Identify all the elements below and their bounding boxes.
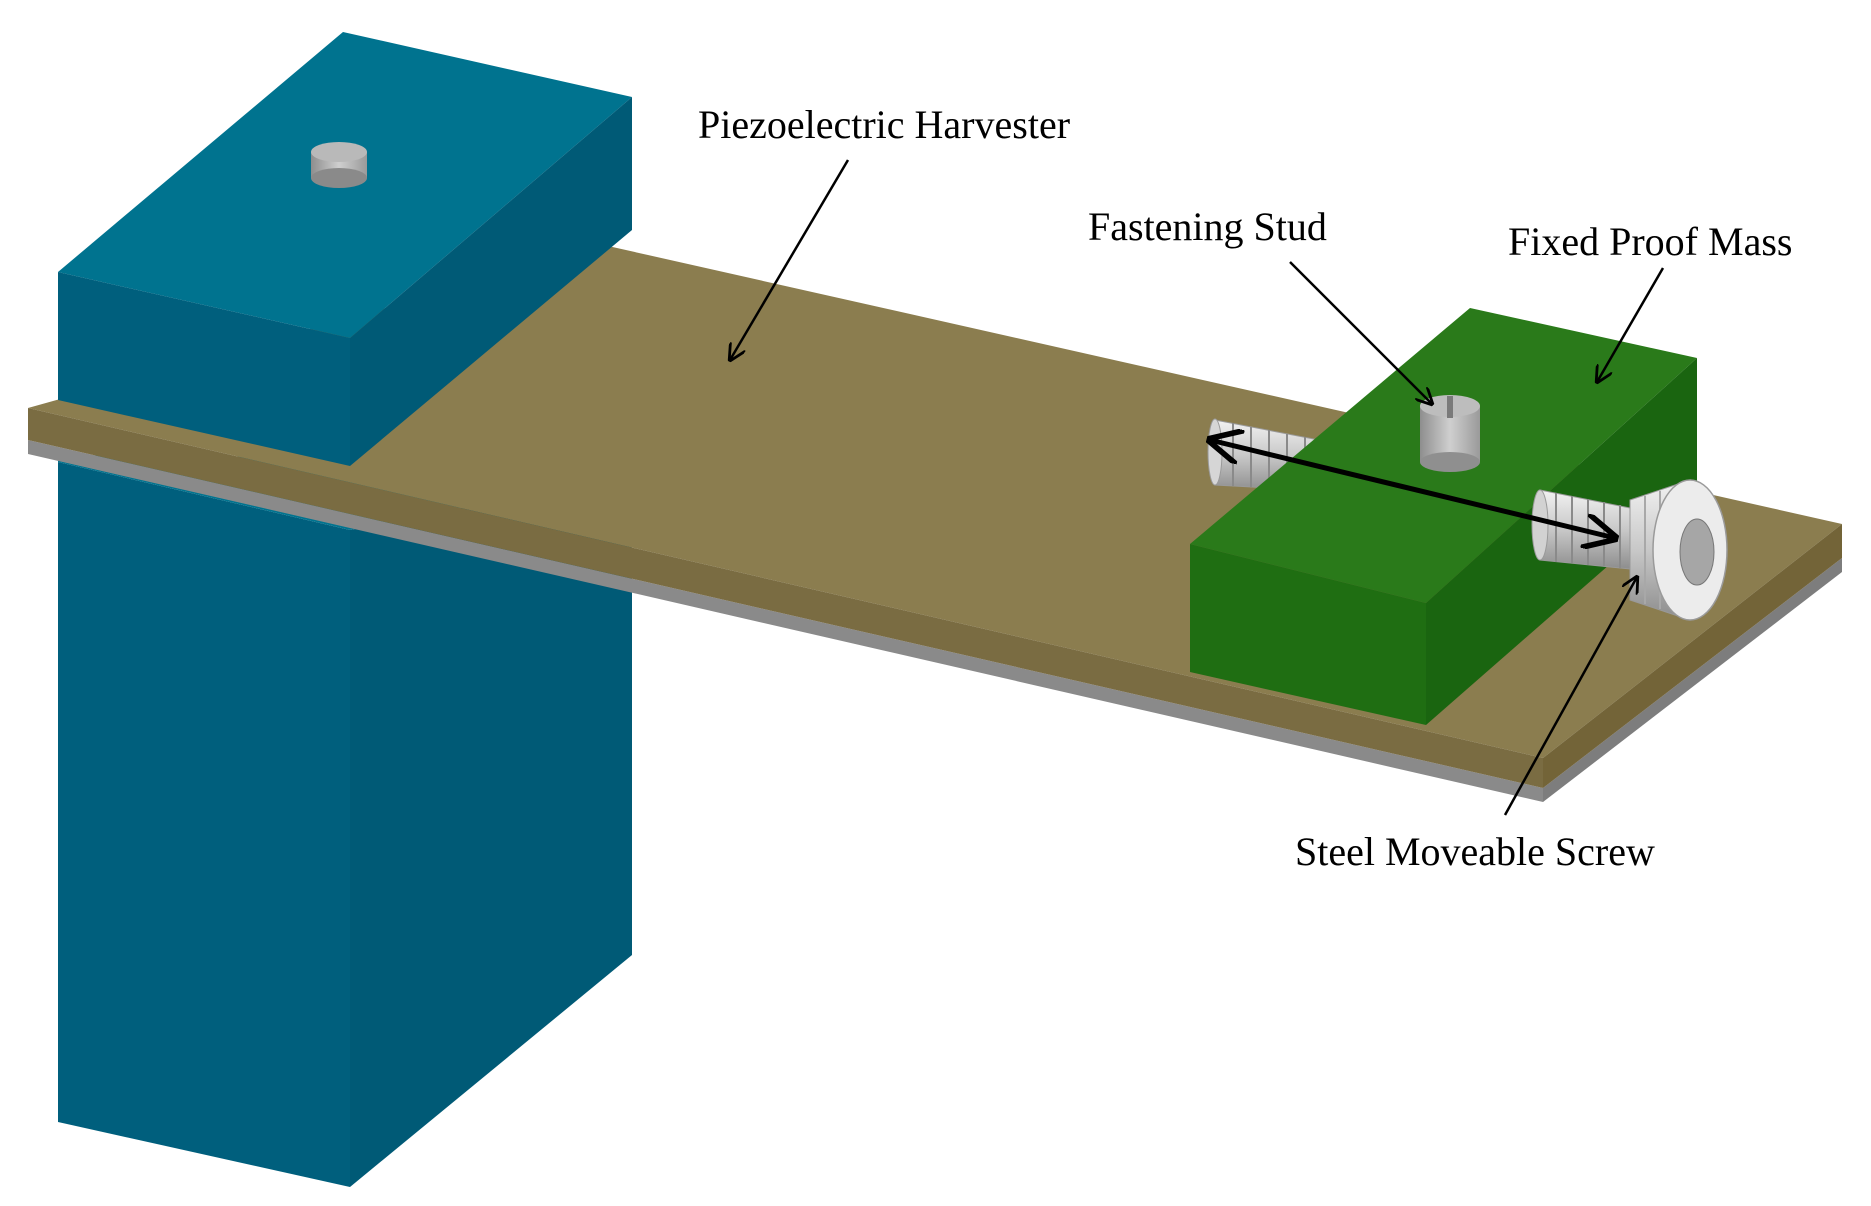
stud-leader [1289, 261, 1432, 404]
fastening-stud-bottom [1420, 452, 1480, 472]
clamp-stud-top [311, 142, 367, 162]
harvester-leader [730, 159, 850, 360]
upper-clamp-side [350, 97, 632, 466]
beam-end-edge [1543, 524, 1842, 788]
upper-clamp-front [58, 272, 350, 466]
lower-clamp-side [350, 473, 632, 1187]
substrate-long-edge [28, 440, 1543, 802]
substrate-layer [28, 440, 1842, 802]
beam-long-edge [28, 408, 1543, 788]
fastening-stud [1420, 395, 1480, 472]
substrate-end-edge [1543, 558, 1842, 802]
piezoelectric-harvester-label: Piezoelectric Harvester [698, 102, 1070, 147]
clamp-stud-bottom [311, 168, 367, 188]
proof-mass-front [1190, 544, 1426, 725]
mass-leader [1597, 267, 1665, 382]
screw-leader [1503, 577, 1637, 816]
lower-clamp-front [58, 462, 350, 1187]
fixed-proof-mass-label: Fixed Proof Mass [1508, 219, 1792, 264]
leader-lines [730, 159, 1665, 816]
fastening-stud-label: Fastening Stud [1088, 204, 1327, 249]
fastening-stud-slot [1447, 396, 1453, 418]
screw-motion-arrow [1210, 440, 1615, 538]
clamp-stud [311, 142, 367, 188]
steel-moveable-screw-label: Steel Moveable Screw [1295, 829, 1655, 874]
screw-hex-socket [1679, 518, 1715, 586]
